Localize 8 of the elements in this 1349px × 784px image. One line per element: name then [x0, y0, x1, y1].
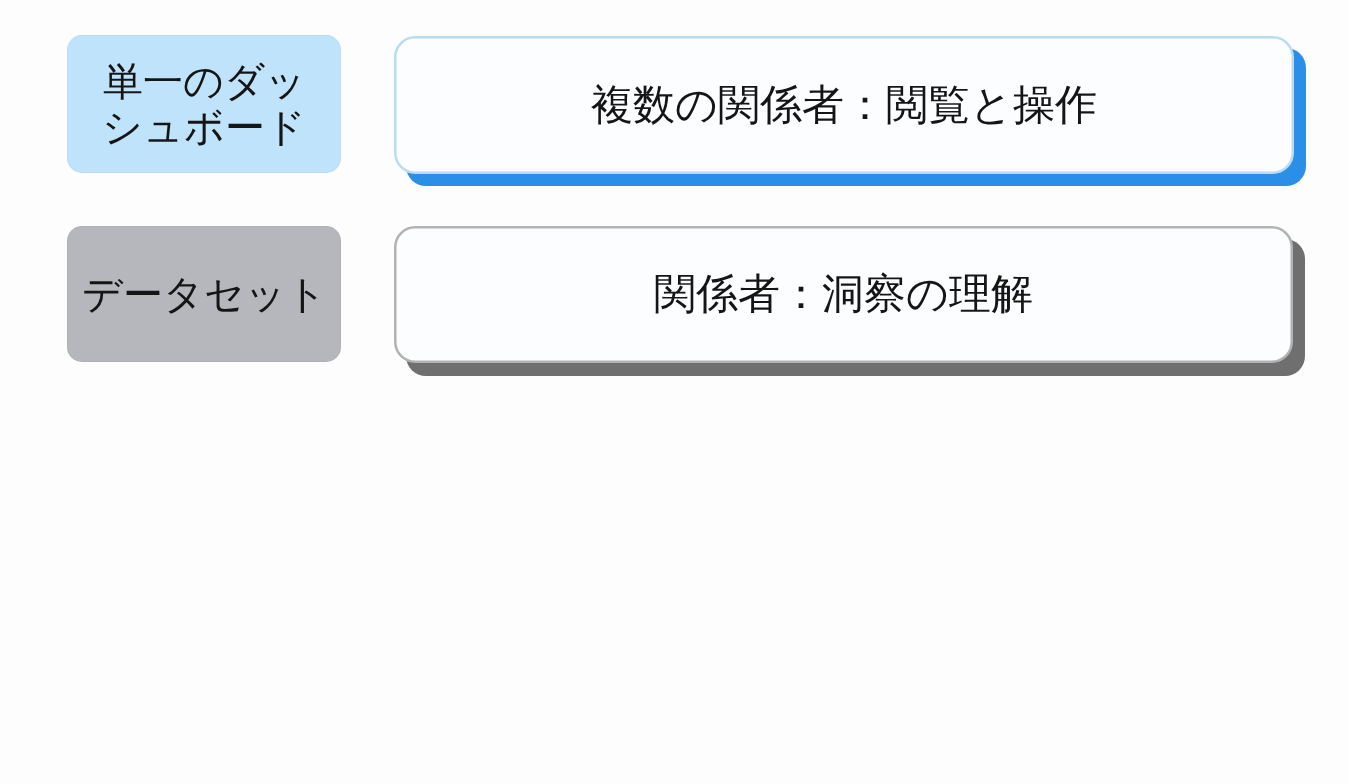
category-label: データセット [81, 271, 327, 317]
category-label: 単一のダッシュボード [101, 58, 307, 150]
description-card [394, 36, 1306, 186]
description-card [394, 226, 1305, 376]
category-box [67, 35, 341, 173]
description-text: 関係者：洞察の理解 [654, 270, 1033, 319]
description-text: 複数の関係者：閲覧と操作 [591, 80, 1097, 130]
category-box [67, 226, 341, 362]
